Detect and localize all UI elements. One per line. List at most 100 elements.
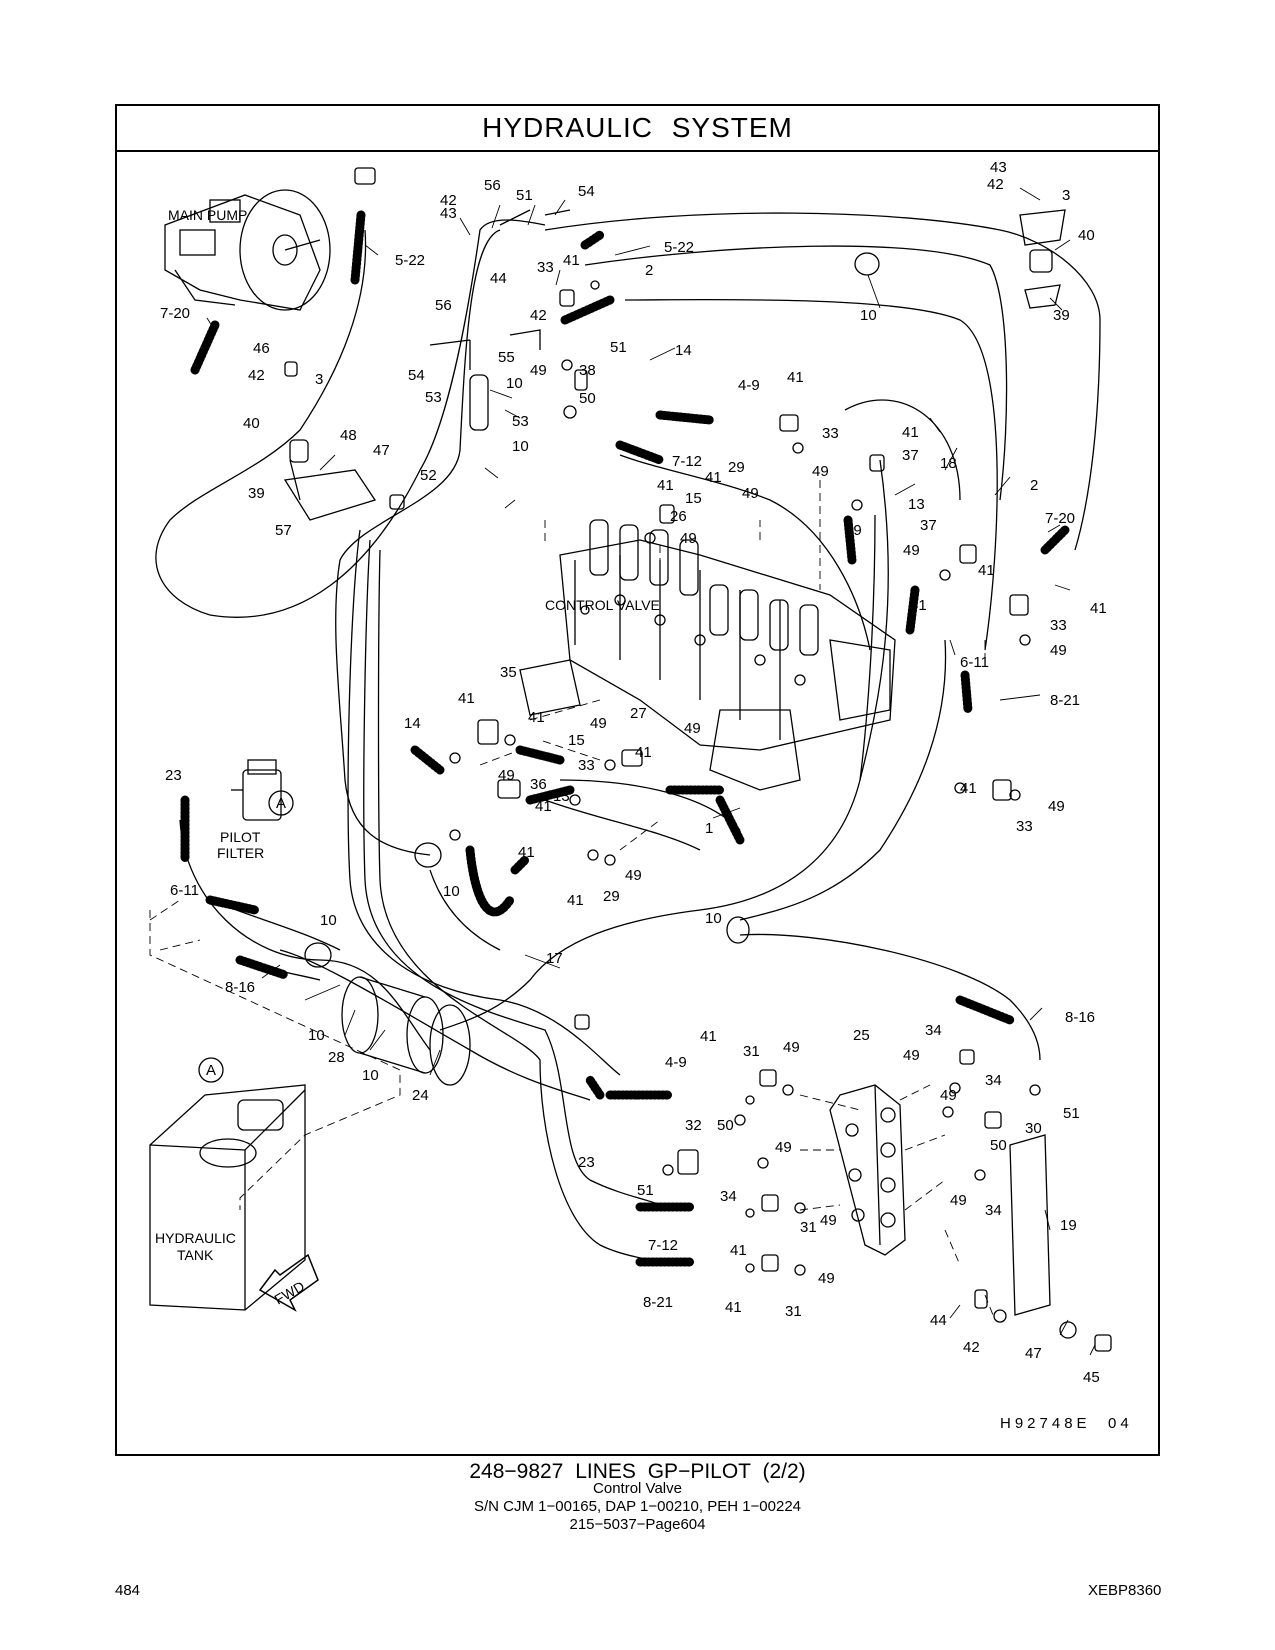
- callout-49: 49: [530, 362, 547, 379]
- callout-57: 57: [275, 522, 292, 539]
- callout-15: 15: [685, 490, 702, 507]
- callout-43: 43: [440, 205, 457, 222]
- callout-23: 23: [165, 767, 182, 784]
- callout-27: 27: [630, 705, 647, 722]
- label-fwd: FWD: [272, 1278, 308, 1308]
- callout-10: 10: [443, 883, 460, 900]
- callout-49: 49: [950, 1192, 967, 1209]
- callout-49: 49: [818, 1270, 835, 1287]
- callout-17: 17: [546, 950, 563, 967]
- callout-33: 33: [578, 757, 595, 774]
- view-a-letter-filter: A: [276, 795, 286, 812]
- callout-33: 33: [537, 259, 554, 276]
- caption-serial-numbers: S/N CJM 1−00165, DAP 1−00210, PEH 1−0022…: [473, 1498, 802, 1515]
- label-pilot-filter-1: PILOT: [220, 829, 261, 845]
- callout-37: 37: [902, 447, 919, 464]
- callout-29: 29: [728, 459, 745, 476]
- callout-49: 49: [684, 720, 701, 737]
- callout-41: 41: [518, 844, 535, 861]
- caption-subtitle: Control Valve: [593, 1480, 682, 1497]
- callout-51: 51: [516, 187, 533, 204]
- callout-54: 54: [578, 183, 595, 200]
- callout-42: 42: [987, 176, 1004, 193]
- callout-49: 49: [903, 1047, 920, 1064]
- callout-31: 31: [743, 1043, 760, 1060]
- callout-41: 41: [563, 252, 580, 269]
- callout-56: 56: [435, 297, 452, 314]
- callout-49: 49: [1050, 642, 1067, 659]
- callout-18: 18: [940, 455, 957, 472]
- callout-23: 23: [578, 1154, 595, 1171]
- callout-40: 40: [1078, 227, 1095, 244]
- callout-40: 40: [243, 415, 260, 432]
- callout-33: 33: [1050, 617, 1067, 634]
- callout-10: 10: [362, 1067, 379, 1084]
- callout-10: 10: [860, 307, 877, 324]
- callout-14: 14: [404, 715, 421, 732]
- callout-7-20: 7-20: [160, 305, 190, 322]
- view-a-marker-tank: [198, 1057, 224, 1083]
- callout-33: 33: [822, 425, 839, 442]
- label-main-pump: MAIN PUMP: [168, 207, 247, 223]
- hose-clips: [304, 252, 880, 968]
- caption-title: 248−9827 LINES GP−PILOT (2/2): [469, 1460, 806, 1483]
- callout-49: 49: [680, 530, 697, 547]
- callout-10: 10: [320, 912, 337, 929]
- callout-50: 50: [717, 1117, 734, 1134]
- callout-41: 41: [787, 369, 804, 386]
- callout-34: 34: [985, 1202, 1002, 1219]
- callout-2: 2: [1030, 477, 1038, 494]
- callout-10: 10: [308, 1027, 325, 1044]
- callout-39: 39: [248, 485, 265, 502]
- label-hydraulic-tank-2: TANK: [177, 1247, 214, 1263]
- callout-41: 41: [657, 477, 674, 494]
- callout-38: 38: [579, 362, 596, 379]
- callout-45: 45: [1083, 1369, 1100, 1386]
- callout-29: 29: [603, 888, 620, 905]
- callout-49: 49: [625, 867, 642, 884]
- dashed-routing: [149, 480, 996, 1321]
- page-number: 484: [115, 1582, 141, 1599]
- callout-49: 49: [903, 542, 920, 559]
- callout-47: 47: [373, 442, 390, 459]
- callout-41: 41: [567, 892, 584, 909]
- callout-10: 10: [512, 438, 529, 455]
- callout-41: 41: [910, 597, 927, 614]
- callout-49: 49: [812, 463, 829, 480]
- drawing-revision: 04: [1108, 1415, 1133, 1432]
- callout-55: 55: [498, 349, 515, 366]
- callout-51: 51: [1063, 1105, 1080, 1122]
- part-callouts: 43 42 3 40 39 56 51 54 42 43 5-22 41 33 …: [160, 159, 1107, 1386]
- callout-49: 49: [498, 767, 515, 784]
- callout-51: 51: [610, 339, 627, 356]
- fwd-arrow: [258, 1253, 319, 1312]
- callout-2: 2: [645, 262, 653, 279]
- callout-14: 14: [675, 342, 692, 359]
- callout-41: 41: [528, 709, 545, 726]
- callout-42: 42: [963, 1339, 980, 1356]
- callout-34: 34: [925, 1022, 942, 1039]
- callout-39: 39: [1053, 307, 1070, 324]
- title-bar: HYDRAULIC SYSTEM: [117, 106, 1158, 152]
- callout-6-11: 6-11: [960, 654, 989, 671]
- callout-49: 49: [590, 715, 607, 732]
- callout-25: 25: [853, 1027, 870, 1044]
- control-valve-drawing: [519, 519, 896, 791]
- callout-7-12: 7-12: [672, 453, 702, 470]
- callout-1: 1: [705, 820, 713, 837]
- callout-4-9: 4-9: [738, 377, 760, 394]
- leader-lines: [206, 187, 1096, 1356]
- callout-8-16: 8-16: [225, 979, 255, 996]
- callout-31: 31: [785, 1303, 802, 1320]
- callout-51: 51: [637, 1182, 654, 1199]
- hose-routing: [155, 212, 1101, 1263]
- callout-49: 49: [820, 1212, 837, 1229]
- callout-41: 41: [978, 562, 995, 579]
- callout-41: 41: [635, 744, 652, 761]
- callout-41: 41: [960, 780, 977, 797]
- callout-53: 53: [425, 389, 442, 406]
- braided-hoses: [180, 210, 1070, 1267]
- callout-41: 41: [730, 1242, 747, 1259]
- callout-34: 34: [985, 1072, 1002, 1089]
- callout-15: 15: [568, 732, 585, 749]
